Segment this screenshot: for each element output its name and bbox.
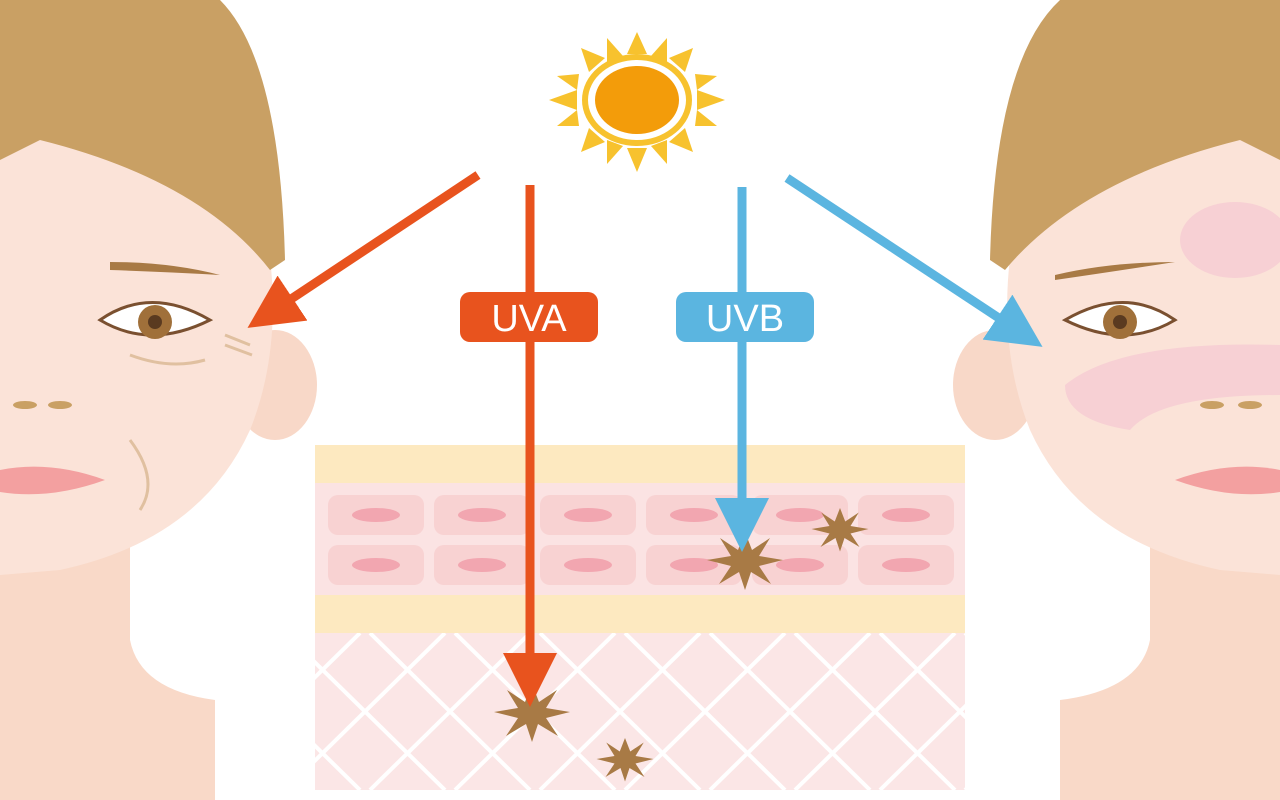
- collagen-fiber: [623, 633, 787, 790]
- cell-nucleus: [458, 508, 506, 522]
- collagen-fiber: [793, 633, 957, 790]
- uvb-label-text: UVB: [706, 298, 784, 340]
- uvb-arrow-to-face: [784, 174, 1043, 347]
- collagen-fiber: [878, 703, 965, 790]
- collagen-fiber: [538, 633, 702, 790]
- neck-right: [1060, 540, 1280, 800]
- uva-label: UVA: [460, 292, 598, 342]
- uva-label-text: UVA: [491, 298, 567, 340]
- cell-nucleus: [458, 558, 506, 572]
- cell-nucleus: [670, 508, 718, 522]
- collagen-fiber: [315, 633, 447, 764]
- wrinkles: [129, 333, 253, 366]
- cell-nucleus: [352, 508, 400, 522]
- eyebrow-right: [1055, 262, 1175, 280]
- collagen-fiber: [315, 633, 362, 680]
- uva-arrow-to-face: [247, 171, 481, 328]
- pigment-spot: [1180, 202, 1280, 278]
- cell-nucleus: [564, 558, 612, 572]
- cell-nucleus: [776, 508, 824, 522]
- epidermal-cells: [328, 495, 954, 585]
- sun-icon: [549, 32, 725, 172]
- hair-left: [0, 0, 285, 270]
- aged-face-left: [0, 0, 317, 800]
- cell-nucleus: [882, 508, 930, 522]
- hair-right: [990, 0, 1280, 270]
- cell-nucleus: [776, 558, 824, 572]
- basal-layer: [315, 595, 965, 633]
- cell-nucleus: [882, 558, 930, 572]
- dermis: [315, 633, 965, 790]
- uvb-label: UVB: [676, 292, 814, 342]
- neck-left: [0, 540, 215, 800]
- stratum-corneum: [315, 445, 965, 483]
- lips-right: [1175, 466, 1280, 495]
- sunburn-patch: [1065, 344, 1280, 430]
- lips-left: [0, 466, 105, 495]
- cell-nucleus: [564, 508, 612, 522]
- collagen-fiber: [708, 633, 872, 790]
- collagen-fiber: [315, 743, 362, 790]
- cell-nucleus: [670, 558, 718, 572]
- skin-cross-section: [315, 445, 965, 790]
- cell-nucleus: [352, 558, 400, 572]
- eyebrow-left: [110, 262, 220, 275]
- spotted-face-right: [953, 0, 1280, 800]
